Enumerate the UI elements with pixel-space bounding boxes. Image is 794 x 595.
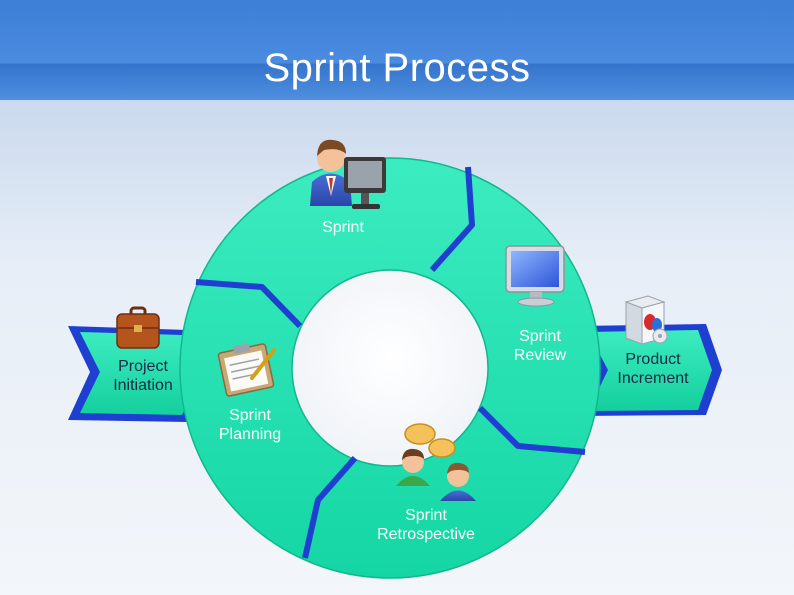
software-box-icon xyxy=(624,295,668,345)
product-increment-arrow xyxy=(578,324,722,416)
separator-review-retrospective xyxy=(477,405,586,455)
page-title: Sprint Process xyxy=(263,46,531,90)
project-initiation-arrow xyxy=(68,326,212,422)
sprint-ring xyxy=(179,157,601,579)
product-increment-label-line-2: Increment xyxy=(617,370,689,387)
sprint-retrospective-label-line-1: Sprint xyxy=(405,507,447,524)
sprint-label: Sprint xyxy=(303,218,383,237)
sprint-review-label-line-2: Review xyxy=(513,347,567,364)
sprint-review-label-line-1: Sprint xyxy=(519,328,561,345)
header-bar: Sprint Process xyxy=(0,0,794,100)
ring-separators xyxy=(195,166,586,559)
person-at-computer-icon xyxy=(310,139,386,209)
project-initiation-label: Project Initiation xyxy=(100,357,186,395)
sprint-retrospective-label: Sprint Retrospective xyxy=(366,506,486,544)
project-initiation-label-line-2: Initiation xyxy=(113,377,173,394)
sprint-planning-label-line-1: Sprint xyxy=(229,407,271,424)
separator-retrospective-planning xyxy=(302,456,358,559)
clipboard-icon xyxy=(217,343,276,397)
briefcase-icon xyxy=(116,306,160,349)
sprint-review-label: Sprint Review xyxy=(500,327,580,365)
sprint-planning-label: Sprint Planning xyxy=(210,406,290,444)
sprint-label-line-1: Sprint xyxy=(322,219,364,236)
product-increment-label: Product Increment xyxy=(608,350,698,388)
product-increment-label-line-1: Product xyxy=(625,351,681,368)
sprint-retrospective-label-line-2: Retrospective xyxy=(377,526,475,543)
project-initiation-label-line-1: Project xyxy=(118,358,168,375)
monitor-icon xyxy=(505,245,565,307)
separator-planning-sprint xyxy=(195,279,303,329)
separator-sprint-review xyxy=(429,166,475,272)
sprint-planning-label-line-2: Planning xyxy=(218,426,282,443)
people-talking-icon xyxy=(396,423,476,501)
